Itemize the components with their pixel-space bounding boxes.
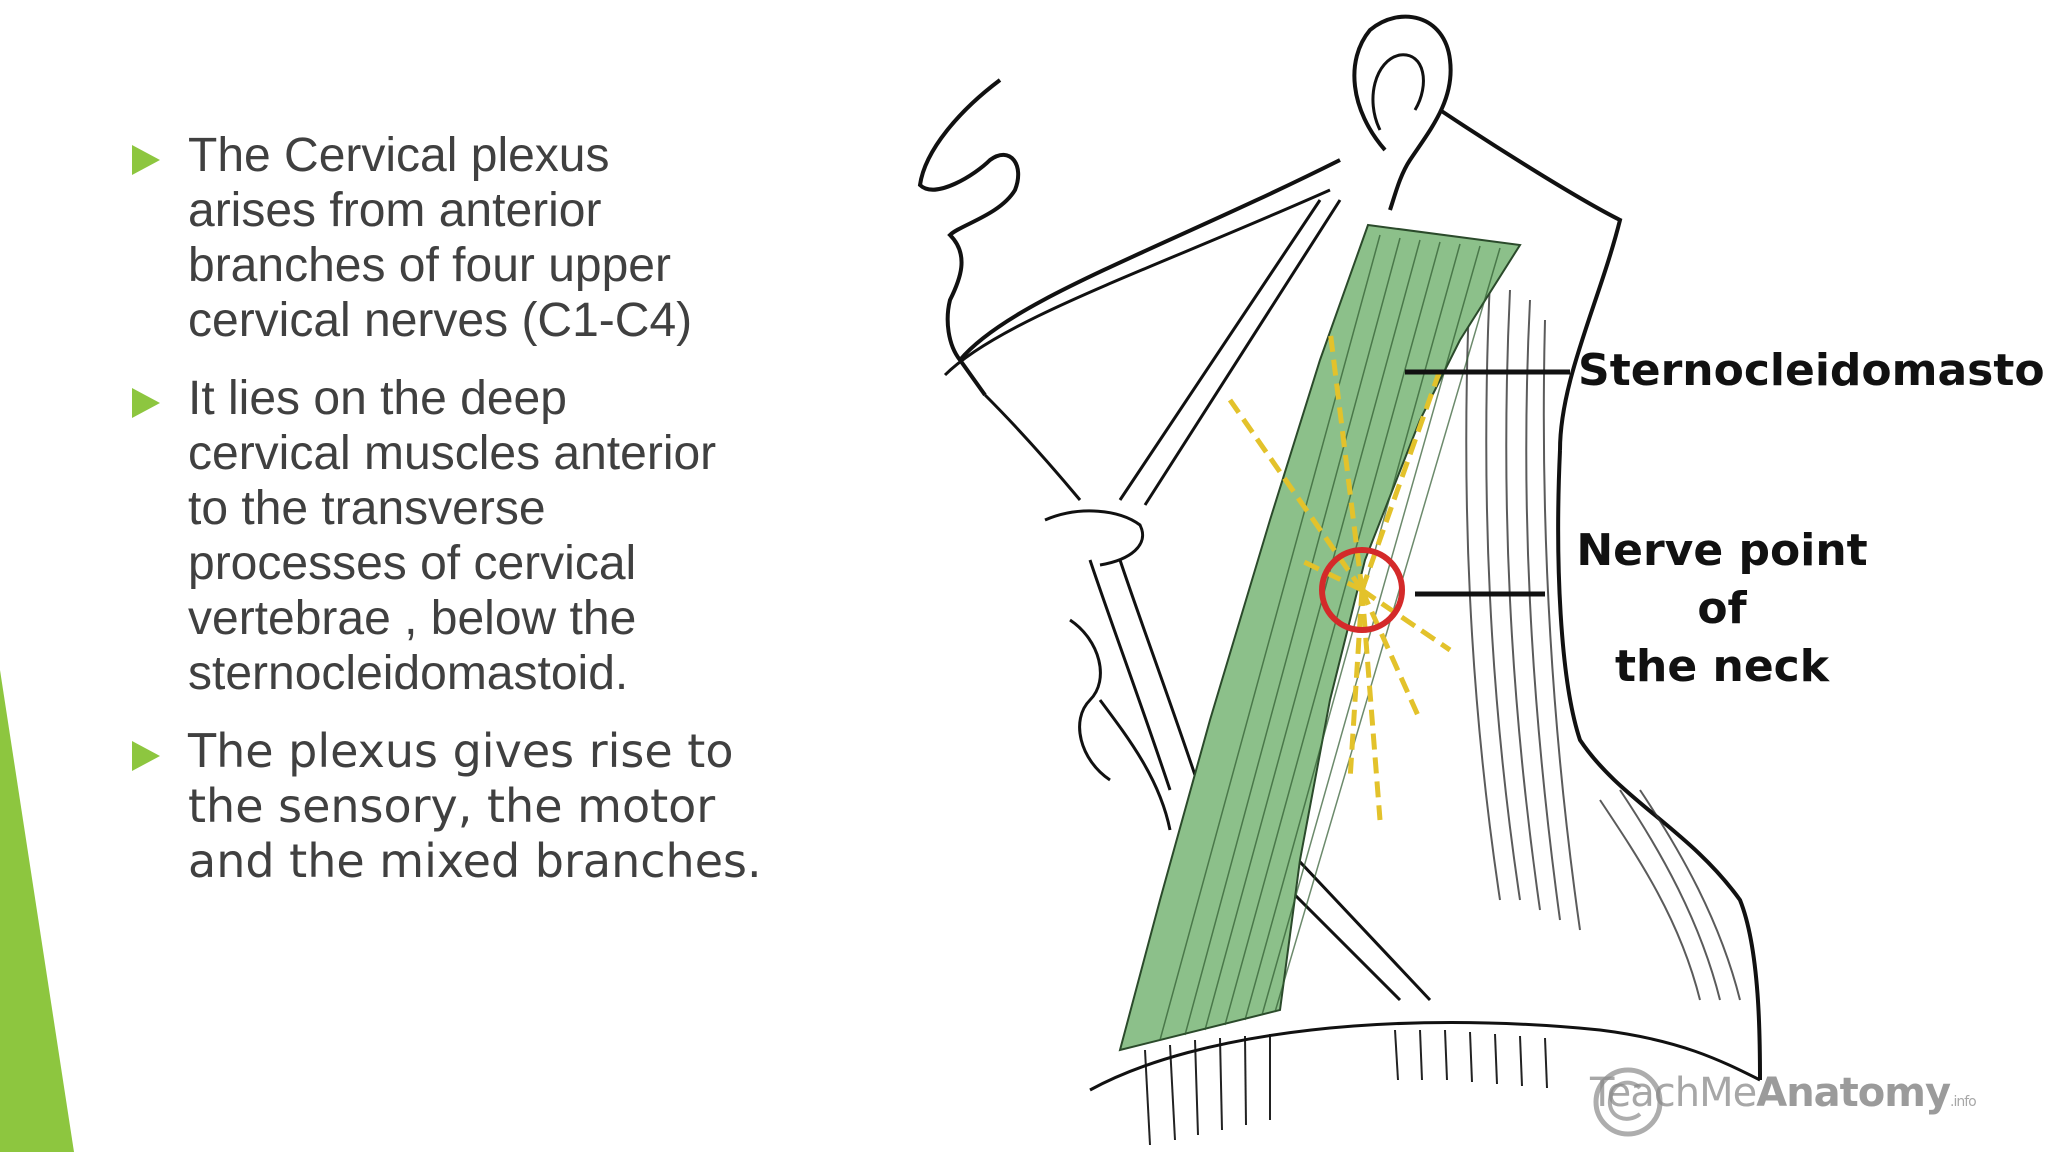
bullet-item: It lies on the deep cervical muscles ant… — [132, 371, 772, 701]
watermark-light: TeachMe — [1590, 1070, 1757, 1116]
bullet-text: It lies on the deep cervical muscles ant… — [188, 372, 717, 700]
sternocleidomastoid-label: Sternocleidomastoid — [1578, 345, 2048, 396]
bullet-item: The Cervical plexus arises from anterior… — [132, 128, 772, 348]
bullet-text: The plexus gives rise to the sensory, th… — [188, 724, 762, 888]
bullet-item: The plexus gives rise to the sensory, th… — [132, 724, 772, 889]
neck-anatomy-illustration — [917, 14, 1762, 1146]
triangle-bullet-icon — [132, 388, 160, 418]
bullet-list: The Cervical plexus arises from anterior… — [132, 128, 772, 912]
bullet-text: The Cervical plexus arises from anterior… — [188, 129, 693, 347]
watermark-suffix: .info — [1950, 1094, 1977, 1110]
nerve-point-label: Nerve point of the neck — [1576, 525, 1868, 692]
teachmeanatomy-watermark: TeachMeAnatomy.info — [1590, 1070, 1977, 1116]
watermark-bold: Anatomy — [1756, 1070, 1951, 1116]
triangle-bullet-icon — [132, 741, 160, 771]
triangle-bullet-icon — [132, 145, 160, 175]
copyright-icon — [1593, 1067, 1663, 1137]
